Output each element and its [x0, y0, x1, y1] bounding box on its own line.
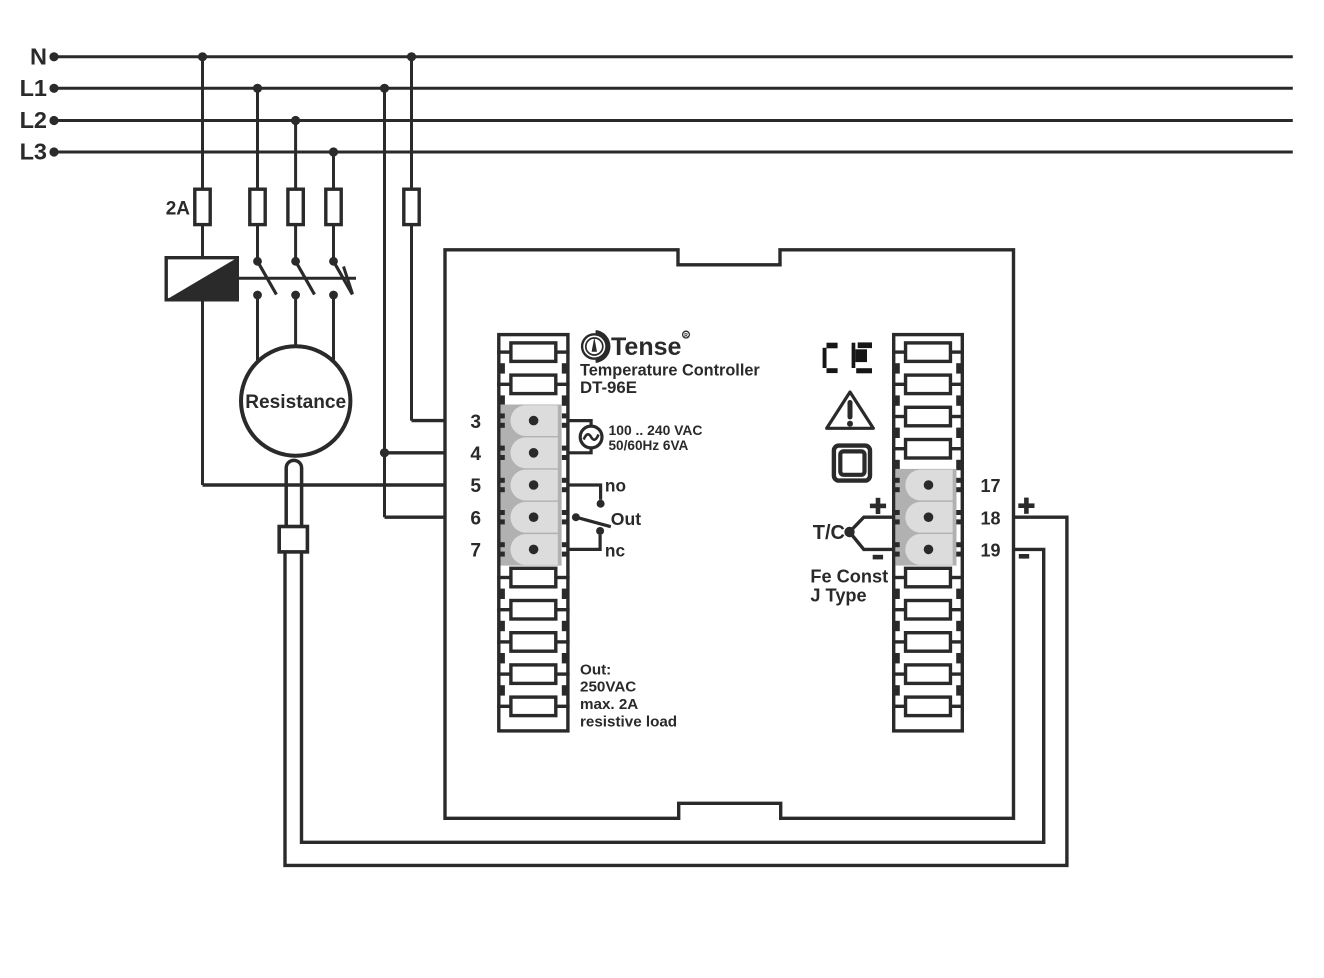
svg-text:Tense: Tense — [611, 333, 681, 361]
svg-text:19: 19 — [981, 541, 1001, 561]
svg-text:R: R — [684, 333, 688, 339]
svg-text:DT-96E: DT-96E — [580, 378, 637, 397]
svg-text:Temperature Controller: Temperature Controller — [580, 362, 760, 380]
svg-text:J Type: J Type — [810, 586, 866, 606]
svg-text:L3: L3 — [20, 139, 47, 165]
svg-text:2A: 2A — [166, 199, 191, 220]
svg-text:250VAC: 250VAC — [580, 679, 636, 696]
svg-text:6: 6 — [470, 508, 481, 529]
svg-text:L2: L2 — [20, 107, 47, 133]
svg-text:100 .. 240 VAC: 100 .. 240 VAC — [609, 422, 703, 438]
svg-text:4: 4 — [470, 444, 481, 465]
svg-text:Out:: Out: — [580, 661, 611, 678]
svg-text:nc: nc — [605, 540, 626, 560]
svg-text:50/60Hz 6VA: 50/60Hz 6VA — [609, 438, 689, 453]
svg-text:17: 17 — [981, 476, 1001, 496]
svg-text:N: N — [30, 43, 47, 69]
svg-text:no: no — [605, 475, 626, 495]
svg-text:Resistance: Resistance — [245, 392, 346, 413]
svg-text:5: 5 — [470, 476, 481, 497]
svg-text:3: 3 — [470, 412, 481, 433]
svg-text:18: 18 — [981, 508, 1001, 528]
svg-text:T/C: T/C — [813, 522, 845, 544]
svg-text:resistive load: resistive load — [580, 713, 677, 730]
svg-text:Out: Out — [611, 509, 641, 529]
svg-text:Fe Const: Fe Const — [810, 567, 888, 587]
svg-text:L1: L1 — [20, 75, 47, 101]
svg-text:7: 7 — [470, 541, 481, 562]
svg-text:max. 2A: max. 2A — [580, 696, 638, 713]
